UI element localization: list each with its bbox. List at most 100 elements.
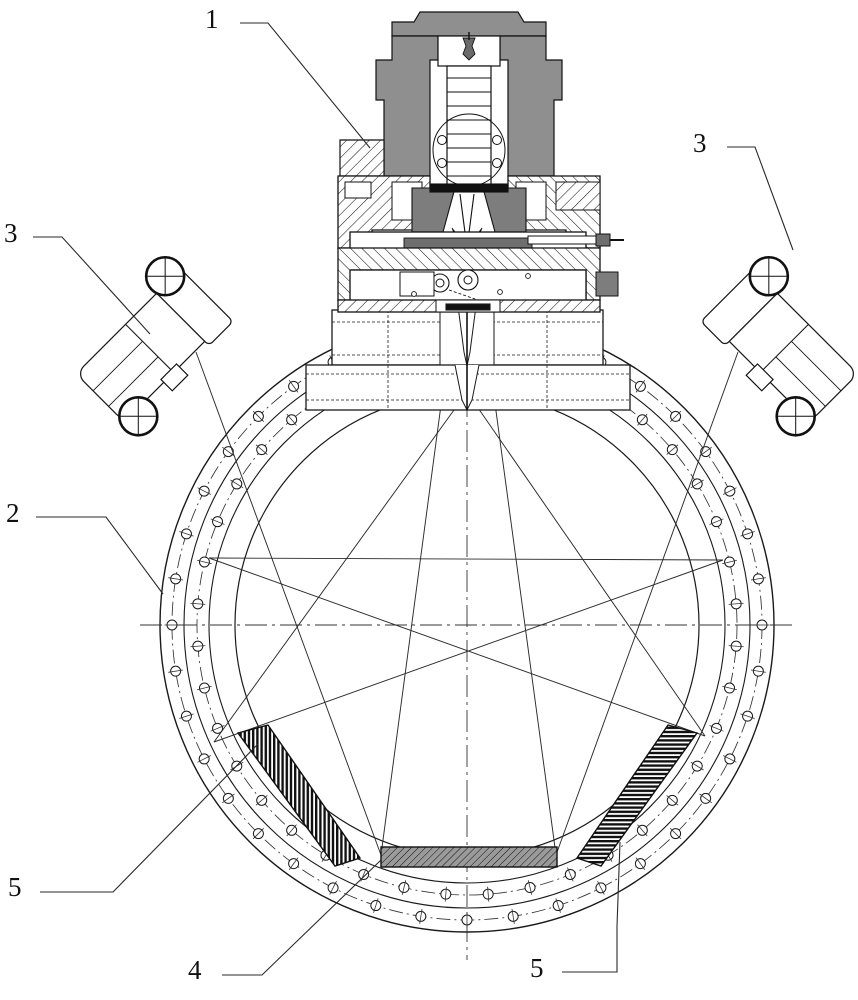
camera-unit-left bbox=[80, 255, 232, 437]
sight-line-e bbox=[208, 557, 724, 561]
bolt-hole-centermark bbox=[252, 828, 264, 840]
bolt-hole-centermark bbox=[511, 908, 515, 924]
bolt-hole-centermark bbox=[722, 559, 737, 565]
bolt-hole-centermark bbox=[750, 669, 766, 673]
bolt-hole-centermark bbox=[286, 824, 297, 837]
bolt-hole-centermark bbox=[597, 880, 605, 895]
sight-line-b bbox=[466, 391, 706, 737]
bolt-hole-centermark bbox=[286, 413, 297, 426]
bolt-hole-centermark bbox=[210, 725, 225, 732]
drawing-body bbox=[33, 11, 854, 976]
callout-label-3-right: 3 bbox=[693, 128, 707, 158]
bolt-hole-centermark bbox=[288, 857, 299, 870]
bolt-hole-centermark bbox=[190, 602, 206, 605]
blade-right bbox=[575, 724, 699, 867]
leader-lines bbox=[33, 22, 794, 976]
bolt-hole-centermark bbox=[709, 725, 724, 732]
bolt-hole-centermark bbox=[690, 479, 704, 489]
pad-left bbox=[595, 271, 619, 297]
bolt-hole-centermark bbox=[329, 880, 337, 895]
bolt-hole-centermark bbox=[690, 761, 704, 771]
bolt-hole-centermark bbox=[401, 880, 407, 895]
leader-3-left bbox=[33, 236, 151, 335]
bolt-hole-centermark bbox=[255, 444, 268, 455]
bolt-hole-centermark bbox=[197, 559, 212, 565]
bolt-hole-centermark bbox=[179, 713, 194, 719]
central-column bbox=[446, 65, 492, 192]
bolt-hole-centermark bbox=[222, 793, 235, 804]
bolt-hole-centermark bbox=[709, 518, 724, 525]
bolt-hole-centermark bbox=[635, 857, 646, 870]
bolt-hole-centermark bbox=[750, 577, 766, 581]
callout-label-1: 1 bbox=[205, 4, 219, 34]
head-upper-right bbox=[499, 35, 563, 177]
machining-head-assembly bbox=[337, 11, 624, 313]
bolt-hole-centermark bbox=[230, 479, 244, 489]
bolt-hole-centermark bbox=[255, 795, 268, 806]
bolt-hole-centermark bbox=[168, 577, 184, 581]
bolt-hole-centermark bbox=[419, 908, 423, 924]
side-rod-right bbox=[527, 233, 624, 247]
sight-line-d bbox=[208, 557, 706, 737]
bolt-hole-centermark bbox=[722, 755, 737, 763]
leader-4 bbox=[222, 859, 382, 976]
bolt-hole-centermark bbox=[288, 380, 299, 393]
bolt-hole-centermark bbox=[728, 645, 744, 648]
callout-label-2: 2 bbox=[6, 498, 20, 528]
bolt-hole-centermark bbox=[699, 793, 712, 804]
flange-block-lower bbox=[305, 364, 631, 412]
bolt-hole-centermark bbox=[197, 685, 212, 691]
leader-3-right bbox=[727, 146, 794, 251]
bolt-hole-centermark bbox=[373, 898, 379, 913]
bolt-hole-centermark bbox=[252, 410, 264, 422]
bolt-hole-centermark bbox=[210, 518, 225, 525]
leader-5-left bbox=[40, 743, 259, 893]
bolt-hole-centermark bbox=[722, 487, 737, 495]
bolt-hole-centermark bbox=[197, 487, 212, 495]
bolt-hole-centermark bbox=[670, 410, 682, 422]
bolt-hole-centermark bbox=[527, 880, 533, 895]
bolt-hole-centermark bbox=[740, 531, 755, 537]
beam-right-lower bbox=[555, 351, 739, 856]
leader-1 bbox=[240, 22, 371, 149]
bolt-hole-centermark bbox=[222, 446, 235, 457]
bolt-hole-centermark bbox=[637, 413, 648, 426]
base-block bbox=[380, 846, 558, 868]
callout-label-5-right: 5 bbox=[530, 953, 544, 983]
bolt-hole-centermark bbox=[444, 886, 447, 902]
bolt-hole-centermark bbox=[555, 898, 561, 913]
camera-unit-right bbox=[702, 255, 854, 437]
bolt-hole-centermark bbox=[168, 669, 184, 673]
callout-label-4: 4 bbox=[188, 955, 202, 985]
bolt-hole-centermark bbox=[722, 685, 737, 691]
blade-left bbox=[236, 724, 362, 867]
nozzle-tip bbox=[457, 300, 477, 410]
bolt-hole-centermark bbox=[740, 713, 755, 719]
bolt-hole-centermark bbox=[635, 380, 646, 393]
head-chamber-screw bbox=[462, 37, 476, 61]
head-hatch-wedge-left bbox=[339, 139, 385, 177]
conical-seat-right bbox=[482, 187, 527, 233]
gear-detail bbox=[399, 269, 531, 301]
bolt-hole-centermark bbox=[567, 867, 574, 882]
bolt-hole-centermark bbox=[197, 755, 212, 763]
bolt-hole-centermark bbox=[190, 645, 206, 648]
leader-5-right bbox=[562, 841, 621, 973]
leader-2 bbox=[36, 516, 164, 595]
seat-plate bbox=[429, 183, 509, 193]
conical-seat-left bbox=[411, 187, 456, 233]
bolt-hole-centermark bbox=[637, 824, 648, 837]
bolt-hole-centermark bbox=[666, 795, 679, 806]
head-upper-left bbox=[375, 35, 439, 177]
sight-line-a bbox=[213, 391, 468, 743]
bolt-hole-centermark bbox=[699, 446, 712, 457]
beam-left-lower bbox=[195, 351, 382, 856]
bolt-hole-centermark bbox=[179, 531, 194, 537]
bolt-hole-centermark bbox=[487, 886, 490, 902]
bolt-hole-centermark bbox=[728, 602, 744, 605]
callout-label-5-left: 5 bbox=[8, 872, 22, 902]
callout-label-3-left: 3 bbox=[4, 218, 18, 248]
bolt-hole-centermark bbox=[670, 828, 682, 840]
